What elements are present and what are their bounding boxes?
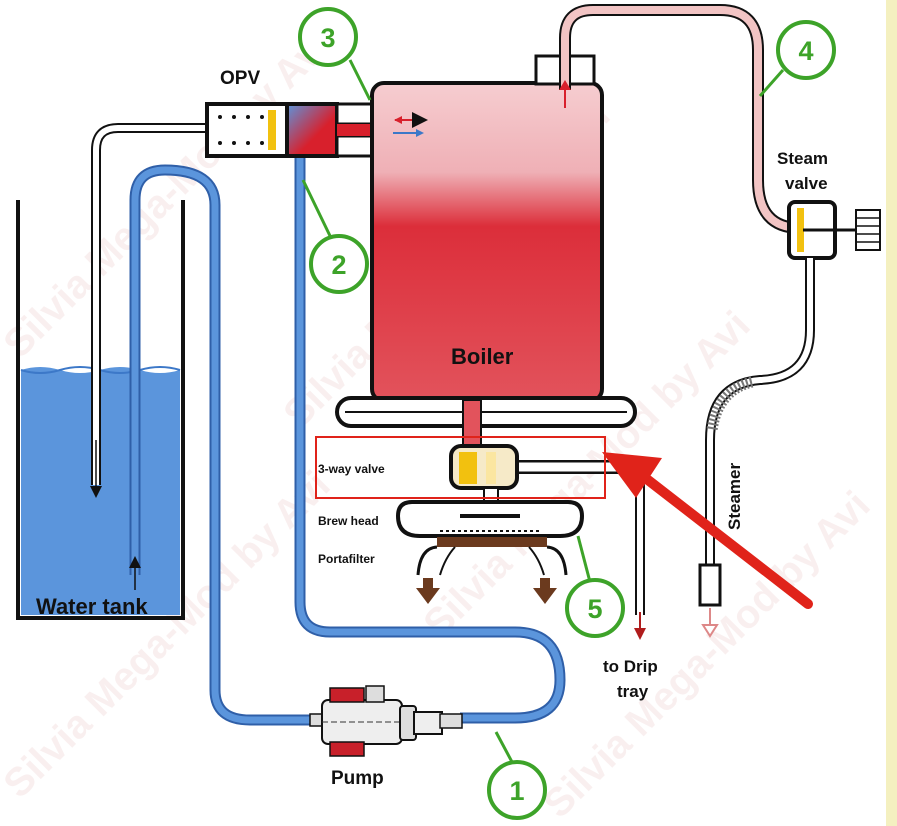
flow-arrow-icon: [533, 588, 557, 604]
callout-2: 2: [301, 179, 369, 294]
brew-head-label: Brew head: [318, 514, 379, 528]
steamer-label: Steamer: [725, 463, 744, 530]
callout-1: 1: [487, 731, 547, 820]
callout-4: 4: [758, 20, 836, 97]
boiler-label: Boiler: [451, 344, 514, 369]
callout-5-number: 5: [587, 594, 602, 624]
opv-label: OPV: [220, 68, 260, 89]
three-way-valve-label: 3-way valve: [318, 462, 385, 476]
brew-head: [395, 500, 585, 538]
pump: [309, 685, 463, 757]
callout-3-number: 3: [320, 23, 335, 53]
pump-label: Pump: [331, 768, 384, 789]
portafilter: [416, 537, 568, 604]
steam-valve-label-1: Steam: [777, 149, 828, 168]
highlight-box: [315, 436, 606, 499]
callout-1-number: 1: [509, 776, 524, 806]
boiler: [335, 54, 637, 451]
steam-valve-label-2: valve: [785, 174, 828, 193]
callout-5: 5: [565, 535, 625, 638]
drip-tray-label-1: to Drip: [603, 657, 658, 676]
watermark-text: Silvia Mega-Mod by Avi: [0, 23, 339, 366]
water-tank-label: Water tank: [36, 594, 148, 619]
portafilter-label: Portafilter: [318, 552, 375, 566]
highlight-arrow-icon: [602, 452, 813, 609]
callout-4-number: 4: [798, 36, 813, 66]
steam-valve: [787, 200, 881, 260]
flow-arrow-icon: [416, 588, 440, 604]
flow-arrow-icon: [559, 80, 571, 90]
flow-arrow-icon: [701, 624, 719, 638]
flow-arrow-icon: [634, 628, 646, 640]
callout-3: 3: [298, 7, 372, 101]
knob-icon: [855, 209, 881, 251]
callout-2-number: 2: [331, 250, 346, 280]
right-border: [886, 0, 897, 826]
drip-tray-label-2: tray: [617, 682, 649, 701]
opv-valve: [205, 102, 375, 158]
